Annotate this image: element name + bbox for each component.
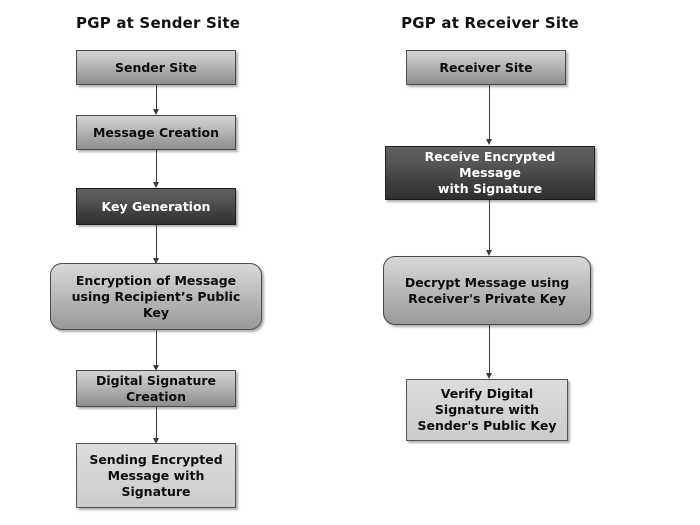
arrowhead-down-icon — [152, 258, 159, 264]
page-title-sender: PGP at Sender Site — [76, 14, 241, 32]
node-key-generation-label: Key Generation — [101, 198, 211, 214]
arrowhead-down-icon — [152, 182, 159, 188]
page-title-receiver: PGP at Receiver Site — [401, 14, 579, 32]
node-key-generation[interactable]: Key Generation — [76, 188, 236, 225]
connector-receiver-site-to-receive-encrypted — [489, 85, 490, 141]
connector-receive-encrypted-to-decrypt — [489, 200, 490, 252]
arrowhead-down-icon — [485, 250, 492, 256]
node-message-creation-label: Message Creation — [92, 124, 219, 140]
node-sender-site[interactable]: Sender Site — [76, 50, 236, 85]
arrowhead-down-icon — [485, 373, 492, 379]
node-sending-encrypted-message[interactable]: Sending Encrypted Message with Signature — [76, 443, 236, 508]
arrowhead-down-icon — [152, 365, 159, 371]
arrowhead-down-icon — [152, 109, 159, 115]
node-verify-digital-signature[interactable]: Verify Digital Signature with Sender's P… — [406, 379, 568, 441]
node-receive-encrypted-message-label: Receive Encrypted Message with Signature — [424, 149, 556, 196]
node-digital-signature-creation-label: Digital Signature Creation — [95, 372, 217, 404]
node-sending-encrypted-message-label: Sending Encrypted Message with Signature — [89, 451, 223, 499]
connector-encryption-to-digital-signature — [156, 330, 157, 368]
node-digital-signature-creation[interactable]: Digital Signature Creation — [76, 370, 236, 407]
node-message-creation[interactable]: Message Creation — [76, 115, 236, 150]
arrowhead-down-icon — [152, 438, 159, 444]
arrowhead-down-icon — [485, 139, 492, 145]
node-encryption-of-message-label: Encryption of Message using Recipient’s … — [71, 272, 241, 320]
node-decrypt-message[interactable]: Decrypt Message using Receiver's Private… — [383, 256, 591, 325]
node-receiver-site-label: Receiver Site — [439, 59, 533, 75]
connector-decrypt-to-verify — [489, 325, 490, 375]
node-verify-digital-signature-label: Verify Digital Signature with Sender's P… — [417, 386, 557, 433]
node-receive-encrypted-message[interactable]: Receive Encrypted Message with Signature — [385, 146, 595, 200]
node-receiver-site[interactable]: Receiver Site — [406, 50, 566, 85]
connector-message-creation-to-key-generation — [156, 150, 157, 184]
connector-sender-site-to-message-creation — [156, 85, 157, 111]
node-sender-site-label: Sender Site — [114, 59, 198, 75]
connector-key-generation-to-encryption — [156, 225, 157, 261]
node-decrypt-message-label: Decrypt Message using Receiver's Private… — [404, 274, 570, 306]
node-encryption-of-message[interactable]: Encryption of Message using Recipient’s … — [50, 263, 262, 330]
connector-digital-signature-to-sending — [156, 407, 157, 441]
